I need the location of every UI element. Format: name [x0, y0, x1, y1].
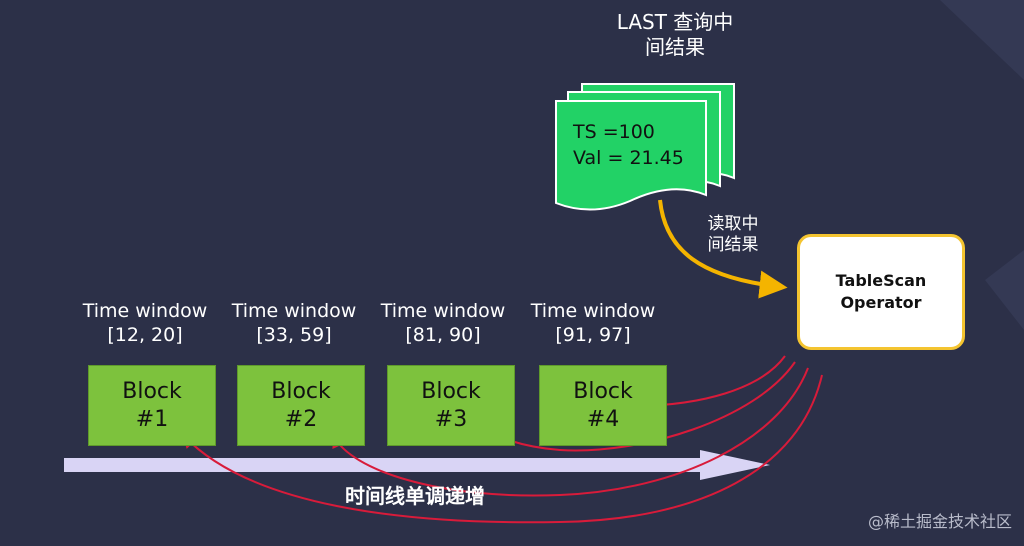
block-2: Block #2: [237, 365, 365, 446]
read-label-line1: 读取中: [707, 214, 759, 234]
read-intermediate-arrow: [658, 199, 788, 299]
last-result-title-line2: 间结果: [645, 35, 705, 59]
intermediate-result-doc-stack: [555, 83, 735, 211]
block-id: #1: [135, 406, 169, 432]
val-value: Val = 21.45: [573, 146, 684, 169]
time-window-range: [91, 97]: [555, 323, 631, 346]
block-id: #3: [434, 406, 468, 432]
time-window-text: Time window: [231, 300, 357, 322]
block-id: #4: [586, 406, 620, 432]
time-window-label-3: Time window [81, 90]: [368, 300, 518, 348]
block-id: #2: [284, 406, 318, 432]
scan-arrow-block-1: [182, 374, 823, 524]
background-shape: [940, 0, 1024, 80]
doc-content: TS =100 Val = 21.45: [573, 120, 684, 171]
operator-line2: Operator: [840, 293, 922, 312]
operator-line1: TableScan: [835, 271, 927, 291]
block-label: Block: [122, 379, 182, 404]
scan-arrow-block-2: [332, 367, 809, 497]
time-window-range: [33, 59]: [256, 323, 332, 346]
timeline-arrow: [64, 450, 770, 480]
block-label: Block: [573, 379, 633, 404]
time-window-text: Time window: [380, 300, 506, 322]
read-label-line2: 间结果: [707, 235, 759, 256]
time-window-label-4: Time window [91, 97]: [518, 300, 668, 348]
time-window-text: Time window: [530, 300, 656, 322]
read-intermediate-label: 读取中 间结果: [690, 214, 776, 257]
block-label: Block: [421, 379, 481, 404]
block-label: Block: [271, 379, 331, 404]
time-window-text: Time window: [82, 300, 208, 322]
watermark: @稀土掘金技术社区: [867, 512, 1012, 531]
time-window-range: [81, 90]: [405, 323, 481, 346]
last-result-title-line1: LAST 查询中: [616, 10, 734, 34]
block-1: Block #1: [88, 365, 216, 446]
time-window-range: [12, 20]: [107, 323, 183, 346]
block-4: Block #4: [539, 365, 667, 446]
block-3: Block #3: [387, 365, 515, 446]
last-result-title: LAST 查询中 间结果: [590, 10, 760, 60]
ts-value: TS =100: [573, 121, 655, 143]
time-window-label-1: Time window [12, 20]: [70, 300, 220, 348]
time-window-label-2: Time window [33, 59]: [219, 300, 369, 348]
background-shape: [985, 250, 1024, 330]
timeline-caption: 时间线单调递增: [345, 484, 485, 508]
tablescan-operator-box: TableScan Operator: [797, 234, 965, 350]
